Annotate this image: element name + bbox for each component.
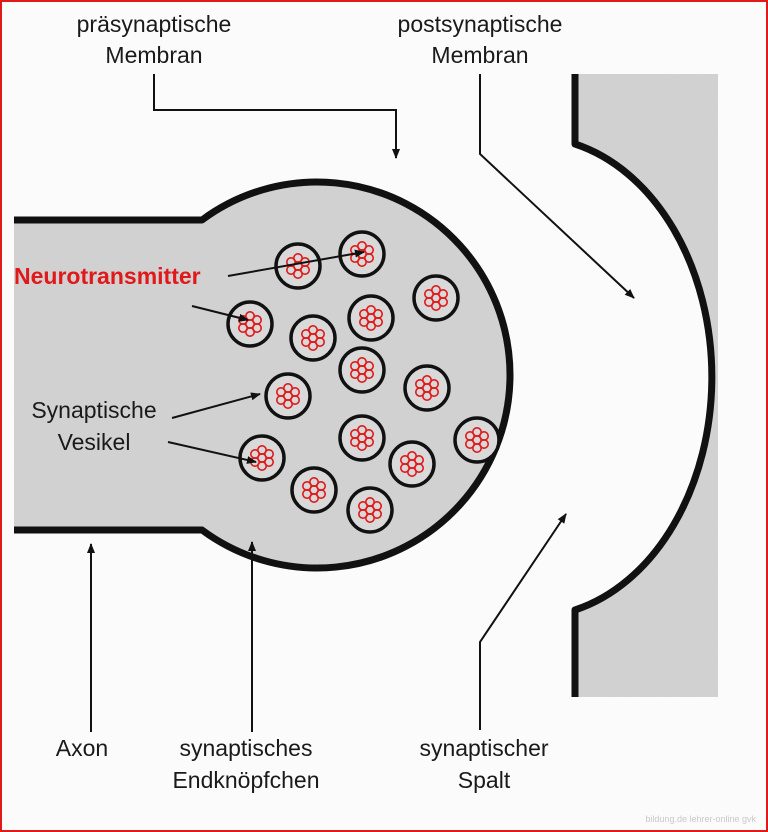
vesicle [388,440,436,488]
vesicle [338,346,386,394]
presynaptic-label-line2: Membran [105,42,202,68]
postsynaptic-label-line1: postsynaptische [398,11,563,37]
neurotransmitter-label: Neurotransmitter [14,263,201,289]
vesicle [264,372,312,420]
bouton-label-line1: synaptisches [180,735,313,761]
postsynaptic-pointer [479,74,635,299]
vesicles-label-line1: Synaptische [31,397,156,423]
vesicle [274,242,322,290]
vesicle-pointer-2 [167,441,257,464]
cleft-pointer [479,513,567,730]
vesicle [346,486,394,534]
cleft-label-line2: Spalt [458,767,511,793]
vesicle [403,364,451,412]
vesicles-label-line2: Vesikel [58,429,131,455]
presynaptic-pointer [153,74,400,159]
pointer-arrows [87,74,635,732]
presynaptic-label-line1: präsynaptische [77,11,232,37]
vesicle [338,230,386,278]
vesicle [347,294,395,342]
synaptic-vesicles [226,230,501,534]
presynaptic-membrane [14,178,514,572]
neurotransmitter-pointer-2 [191,305,249,322]
watermark: bildung.de lehrer-online gvk [645,814,756,824]
vesicle-pointer-1 [171,392,261,419]
vesicle [338,414,386,462]
vesicle [290,466,338,514]
postsynaptic-tissue [575,74,718,697]
cleft-label-line1: synaptischer [419,735,548,761]
postsynaptic-membrane [571,74,716,697]
presynaptic-tissue [14,181,510,568]
vesicle [453,416,501,464]
axon-label: Axon [56,735,108,761]
vesicle [412,274,460,322]
vesicle [238,434,286,482]
neurotransmitter-pointer-1 [227,249,365,277]
postsynaptic-label-line2: Membran [431,42,528,68]
vesicle [226,300,274,348]
vesicle [289,314,337,362]
bouton-label-line2: Endknöpfchen [172,767,319,793]
